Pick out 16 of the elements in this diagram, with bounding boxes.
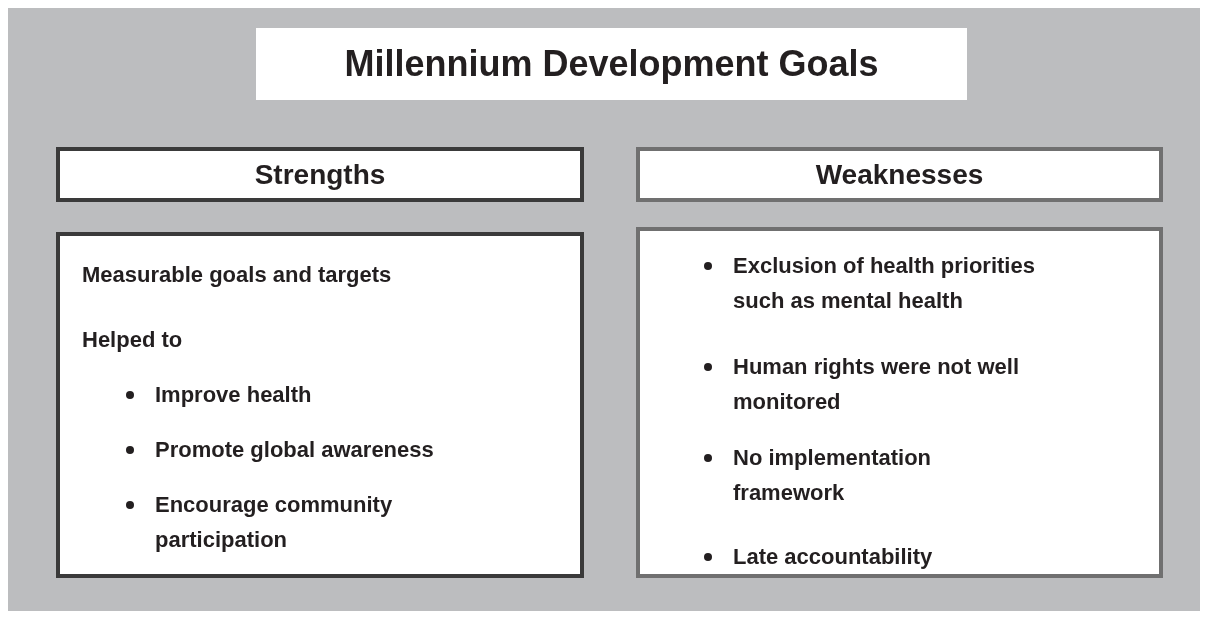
list-item: Encourage community participation <box>155 491 394 554</box>
list-item: No implementation framework <box>733 444 932 507</box>
header-text: Strengths <box>254 158 386 191</box>
header-text: Weaknesses <box>815 158 984 191</box>
title: Millennium Development Goals <box>344 43 879 85</box>
content-box <box>56 232 584 578</box>
list-item: Late accountability <box>733 543 934 571</box>
body-text: Measurable goals and targets <box>82 261 393 289</box>
list-item: Exclusion of health priorities such as mental health <box>733 252 1036 315</box>
list-item: Improve health <box>155 381 313 409</box>
body-text: Helped to <box>82 326 184 354</box>
list-item: Promote global awareness <box>155 436 435 464</box>
header-box <box>56 147 584 202</box>
header-box <box>636 147 1163 202</box>
list-item: Human rights were not well monitored <box>733 353 1021 416</box>
content-box <box>636 227 1163 578</box>
